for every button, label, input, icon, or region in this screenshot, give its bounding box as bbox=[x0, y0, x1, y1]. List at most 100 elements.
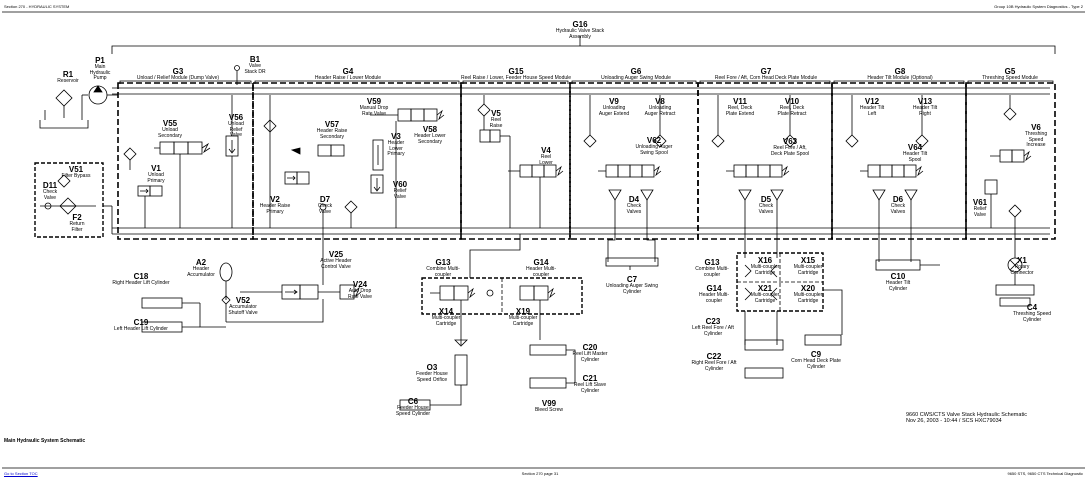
label-description: Bleed Screw bbox=[534, 407, 564, 413]
label-code: V8 bbox=[655, 97, 665, 106]
label-description: Feeder House Speed Orifice bbox=[416, 371, 448, 383]
valves-g3 bbox=[123, 95, 239, 228]
label-description: Reel, Deck Plate Extend bbox=[725, 105, 755, 117]
label-description: Multi-coupler Cartridge bbox=[508, 315, 538, 327]
label-description: Header Lower Primary bbox=[387, 140, 405, 157]
label-code: G13 bbox=[435, 258, 451, 267]
label-code: C18 bbox=[133, 272, 149, 281]
label-code: X16 bbox=[757, 256, 773, 265]
label-description: Corn Head Deck Plate Cylinder bbox=[791, 358, 841, 370]
label-description: Manual Drop Rate Valve bbox=[359, 105, 389, 117]
label-description: Header Lower Secondary bbox=[414, 133, 446, 145]
multicoupler-right bbox=[736, 252, 843, 379]
filter-assembly bbox=[34, 162, 113, 238]
label-description: Header Tilt Left bbox=[859, 105, 885, 117]
drain-b1 bbox=[234, 65, 240, 85]
label-description: Unloading Auger Swing Module bbox=[601, 75, 671, 81]
label-code: C4 bbox=[1026, 303, 1038, 312]
label-code: V63 bbox=[782, 137, 798, 146]
module-box-g6 bbox=[569, 82, 699, 240]
label-code: G15 bbox=[508, 67, 524, 76]
label-code: G4 bbox=[342, 67, 354, 76]
header-right: Group 10B Hydraulic System Diagnostics -… bbox=[994, 4, 1083, 9]
label-code: V56 bbox=[228, 113, 244, 122]
label-code: V24 bbox=[352, 280, 368, 289]
label-description: Left Reel Fore / Aft Cylinder bbox=[692, 325, 734, 337]
label-description: Multi-coupler Cartridge bbox=[750, 264, 780, 276]
label-description: Reel Raise / Lower, Feeder House Speed M… bbox=[460, 75, 572, 81]
label-code: B1 bbox=[249, 55, 261, 64]
page-caption: Main Hydraulic System Schematic bbox=[4, 438, 86, 444]
pump-p1 bbox=[88, 85, 118, 105]
label-description: Unload Secondary bbox=[158, 127, 182, 139]
label-code: C9 bbox=[810, 350, 822, 359]
label-code: X14 bbox=[438, 307, 454, 316]
label-description: Filter Bypass bbox=[61, 173, 91, 179]
label-description: Main Hydraulic Pump bbox=[89, 64, 111, 81]
label-description: Threshing Speed Increase bbox=[1024, 131, 1048, 148]
valves-g15 bbox=[477, 95, 564, 228]
footer-right: 9650 STS, 9650 CTS Technical Diagnostic bbox=[1007, 471, 1083, 476]
label-description: Reel Lift Master Cylinder bbox=[572, 351, 608, 363]
label-code: A2 bbox=[195, 258, 207, 267]
label-code: X21 bbox=[757, 284, 773, 293]
label-code: C10 bbox=[890, 272, 906, 281]
label-description: Check Valve bbox=[42, 189, 58, 201]
label-code: C7 bbox=[626, 275, 638, 284]
label-code: V3 bbox=[391, 132, 401, 141]
label-description: Relief Valve bbox=[973, 206, 987, 218]
valves-g4 bbox=[263, 95, 445, 262]
module-box-g3 bbox=[117, 82, 254, 240]
module-boxes bbox=[117, 82, 1056, 240]
label-description: Multi-coupler Cartridge bbox=[431, 315, 461, 327]
label-code: G5 bbox=[1004, 67, 1016, 76]
label-description: Unloading Auger Extend bbox=[598, 105, 630, 117]
label-code: V64 bbox=[907, 143, 923, 152]
label-description: Header Multi-coupler bbox=[698, 292, 729, 304]
label-code: G16 bbox=[572, 20, 588, 29]
label-description: Unloading Auger Retract bbox=[644, 105, 676, 117]
label-description: Reel Fore / Aft, Deck Plate Spool bbox=[770, 145, 810, 157]
label-description: Combine Multi-coupler bbox=[426, 266, 460, 278]
label-description: Header Multi-coupler bbox=[525, 266, 556, 278]
label-code: G14 bbox=[706, 284, 722, 293]
label-code: C20 bbox=[582, 343, 598, 352]
toc-link[interactable]: Go to Section TOC bbox=[4, 471, 38, 476]
label-code: O3 bbox=[426, 363, 438, 372]
label-code: D6 bbox=[892, 195, 904, 204]
label-description: Check Valves bbox=[758, 203, 774, 215]
label-code: V61 bbox=[972, 198, 988, 207]
label-description: Valve Stack DR bbox=[244, 63, 266, 75]
label-code: X19 bbox=[515, 307, 531, 316]
label-description: Unload Relief Valve bbox=[228, 121, 244, 138]
module-box-g4 bbox=[252, 82, 462, 240]
header-left: Section 270 - HYDRAULIC SYSTEM bbox=[4, 4, 70, 9]
label-description: Auto Drop Rate Valve bbox=[347, 288, 373, 300]
label-description: Header Accumulator bbox=[187, 266, 215, 278]
